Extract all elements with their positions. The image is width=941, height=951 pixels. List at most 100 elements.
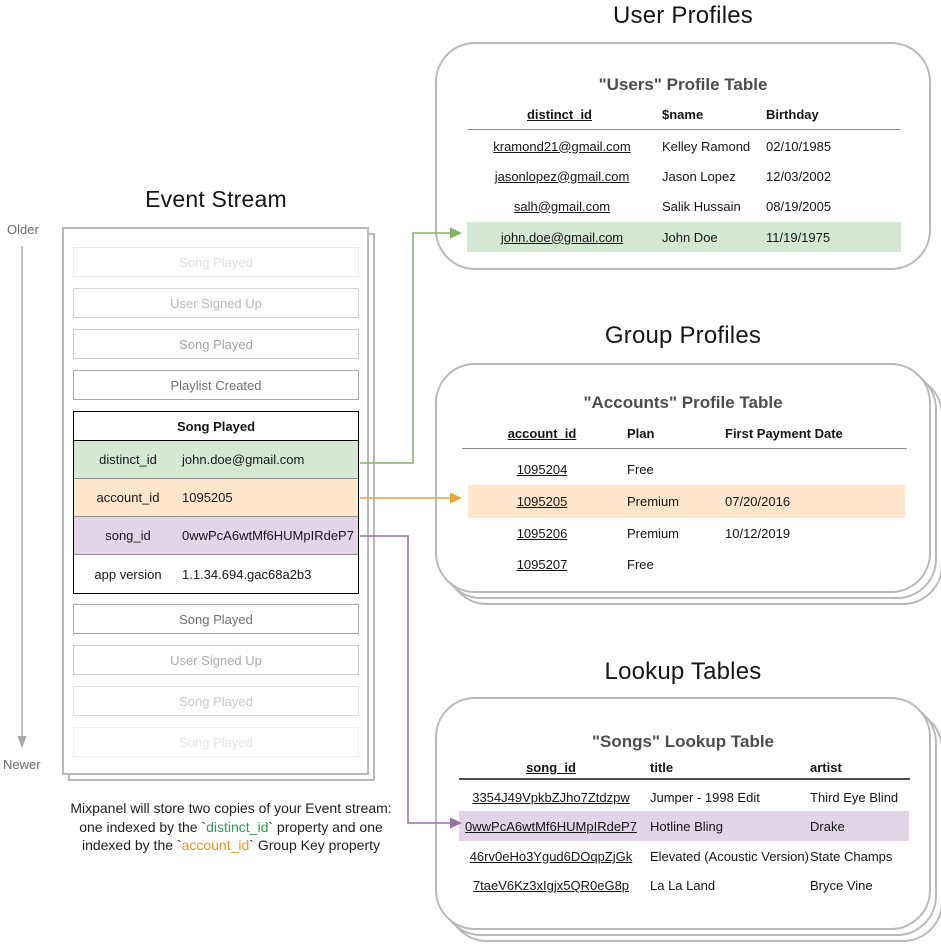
songs-cell-title: Elevated (Acoustic Version) <box>650 849 809 864</box>
accounts-table-row: 1095207 Free <box>468 549 905 580</box>
users-table-row-highlighted: john.doe@gmail.com John Doe 11/19/1975 <box>467 222 901 252</box>
accounts-header-rule <box>462 448 907 449</box>
user-profiles-title: User Profiles <box>613 2 753 29</box>
songs-col-title: title <box>650 760 674 775</box>
lookup-tables-title: Lookup Tables <box>604 658 762 685</box>
accounts-cell-plan: Premium <box>627 526 680 541</box>
songs-cell-title: Jumper - 1998 Edit <box>650 790 760 805</box>
diagram-caption: Mixpanel will store two copies of your E… <box>25 799 437 855</box>
event-box: User Signed Up <box>73 645 359 675</box>
property-key: app version <box>94 566 162 582</box>
account-id-token: account_id <box>181 837 250 853</box>
accounts-cell-first-payment <box>725 549 895 580</box>
users-table-row: salh@gmail.com Salik Hussain 08/19/2005 <box>467 192 901 220</box>
users-cell-id: john.doe@gmail.com <box>500 229 624 245</box>
users-profile-card: "Users" Profile Table distinct_id $name … <box>435 42 931 270</box>
property-key: song_id <box>105 528 151 543</box>
accounts-cell-first-payment: 07/20/2016 <box>725 494 791 509</box>
songs-col-song-id: song_id <box>526 760 576 775</box>
timeline-arrow <box>17 246 27 748</box>
songs-cell-artist: Drake <box>810 818 845 834</box>
users-cell-id: jasonlopez@gmail.com <box>494 168 630 184</box>
accounts-table-title: "Accounts" Profile Table <box>583 393 783 412</box>
users-cell-id: salh@gmail.com <box>513 198 611 214</box>
accounts-cell-plan: Free <box>627 557 654 572</box>
users-cell-name: Kelley Ramond <box>662 138 751 154</box>
event-box: Song Played <box>73 247 359 277</box>
songs-cell-title: Hotline Bling <box>650 818 723 834</box>
users-table-row: kramond21@gmail.com Kelley Ramond 02/10/… <box>467 132 901 160</box>
expanded-event-card: Song Played distinct_id john.doe@gmail.c… <box>73 411 359 594</box>
newer-label: Newer <box>3 757 41 772</box>
group-profiles-title: Group Profiles <box>604 322 762 349</box>
event-box: User Signed Up <box>73 288 359 318</box>
event-property-account-id: account_id 1095205 <box>74 479 358 517</box>
accounts-col-account-id: account_id <box>507 426 577 441</box>
songs-cell-artist: Third Eye Blind <box>810 790 899 805</box>
users-cell-name: Salik Hussain <box>662 198 741 214</box>
caption-line-3: indexed by the `account_id` Group Key pr… <box>81 837 381 853</box>
caption-line-1: Mixpanel will store two copies of your E… <box>70 800 392 816</box>
event-property-distinct-id: distinct_id john.doe@gmail.com <box>74 441 358 479</box>
event-box: Playlist Created <box>73 370 359 400</box>
property-value: john.doe@gmail.com <box>182 452 305 467</box>
event-box: Song Played <box>73 727 359 757</box>
songs-cell-id: 46rv0eHo3Ygud6DOqpZjGk <box>469 849 633 864</box>
accounts-cell-first-payment: 10/12/2019 <box>725 526 791 541</box>
users-col-distinct-id: distinct_id <box>526 107 592 122</box>
property-key: account_id <box>96 490 160 505</box>
users-cell-birthday: 12/03/2002 <box>766 168 832 184</box>
users-col-name: $name <box>662 107 704 122</box>
accounts-table-row-highlighted: 1095205 Premium 07/20/2016 <box>468 485 905 518</box>
songs-cell-id: 0wwPcA6wtMf6HUMpIRdeP7 <box>465 818 637 834</box>
event-stream-title: Event Stream <box>145 186 287 212</box>
songs-header-rule <box>459 778 910 780</box>
event-box: Song Played <box>73 604 359 634</box>
event-box: Song Played <box>73 329 359 359</box>
property-value: 0wwPcA6wtMf6HUMpIRdeP7 <box>182 528 354 543</box>
songs-cell-id: 7taeV6Kz3xIgjx5QR0eG8p <box>472 878 630 893</box>
songs-table-row: 7taeV6Kz3xIgjx5QR0eG8p La La Land Bryce … <box>459 871 909 900</box>
songs-cell-id: 3354J49VpkbZJho7Ztdzpw <box>472 790 630 805</box>
songs-table-title: "Songs" Lookup Table <box>591 732 775 751</box>
users-table-row: jasonlopez@gmail.com Jason Lopez 12/03/2… <box>467 162 901 190</box>
songs-cell-artist: Bryce Vine <box>810 878 873 893</box>
users-cell-birthday: 02/10/1985 <box>766 138 832 154</box>
accounts-col-first-payment: First Payment Date <box>725 426 843 441</box>
accounts-profile-card: "Accounts" Profile Table account_id Plan… <box>435 363 931 593</box>
accounts-table-row: 1095206 Premium 10/12/2019 <box>468 518 905 549</box>
accounts-cell-id: 1095205 <box>516 494 568 509</box>
users-col-birthday: Birthday <box>766 107 819 122</box>
songs-table-row: 46rv0eHo3Ygud6DOqpZjGk Elevated (Acousti… <box>459 842 909 871</box>
users-cell-birthday: 08/19/2005 <box>766 198 832 214</box>
users-header-rule <box>468 129 900 130</box>
songs-col-artist: artist <box>810 760 842 775</box>
accounts-cell-id: 1095206 <box>516 526 568 541</box>
users-cell-name: John Doe <box>662 229 718 245</box>
accounts-col-plan: Plan <box>627 426 655 441</box>
users-table-title: "Users" Profile Table <box>598 75 768 94</box>
property-value: 1095205 <box>182 490 233 505</box>
users-cell-birthday: 11/19/1975 <box>766 229 831 245</box>
event-property-song-id: song_id 0wwPcA6wtMf6HUMpIRdeP7 <box>74 517 358 555</box>
property-key: distinct_id <box>99 452 157 467</box>
songs-lookup-card: "Songs" Lookup Table song_id title artis… <box>435 697 931 930</box>
event-box: Song Played <box>73 686 359 716</box>
users-cell-id: kramond21@gmail.com <box>493 138 631 154</box>
songs-cell-title: La La Land <box>650 878 716 893</box>
accounts-cell-first-payment <box>725 454 895 485</box>
accounts-cell-id: 1095204 <box>516 462 568 477</box>
songs-cell-artist: State Champs <box>810 849 893 864</box>
caption-line-2: one indexed by the `distinct_id` propert… <box>79 818 383 835</box>
expanded-event-title: Song Played <box>73 411 359 441</box>
event-property-app-version: app version 1.1.34.694.gac68a2b3 <box>74 555 358 593</box>
older-label: Older <box>7 222 39 237</box>
songs-table-row: 3354J49VpkbZJho7Ztdzpw Jumper - 1998 Edi… <box>459 783 909 812</box>
accounts-table-row: 1095204 Free <box>468 454 905 485</box>
distinct-id-token: distinct_id <box>206 818 269 835</box>
accounts-cell-plan: Premium <box>627 494 680 509</box>
songs-table-row-highlighted: 0wwPcA6wtMf6HUMpIRdeP7 Hotline Bling Dra… <box>459 811 909 841</box>
accounts-cell-id: 1095207 <box>516 557 568 572</box>
property-value: 1.1.34.694.gac68a2b3 <box>182 566 312 582</box>
